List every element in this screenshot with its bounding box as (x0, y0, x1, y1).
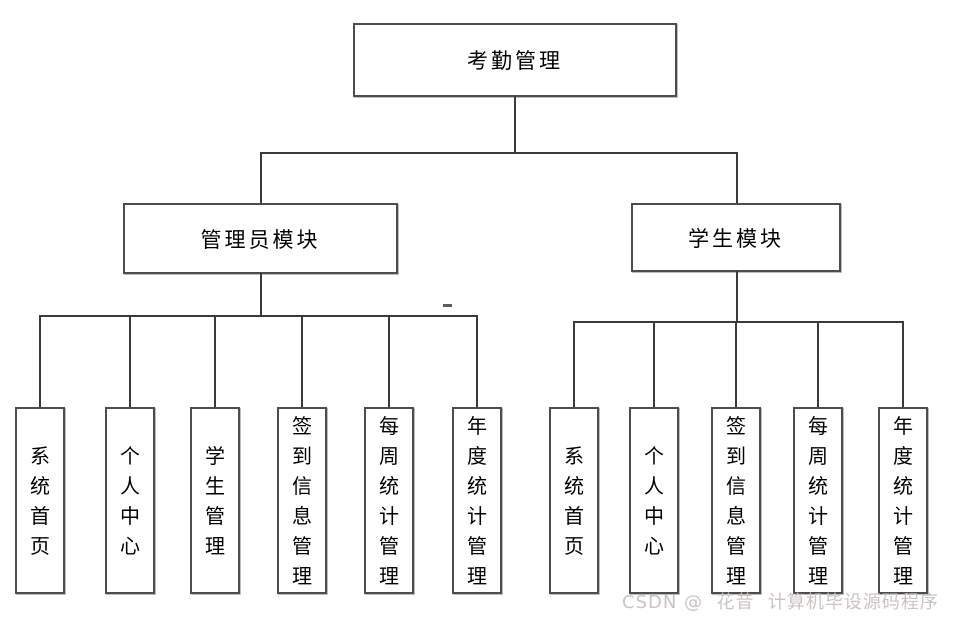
node-label: 考勤管理 (467, 49, 563, 73)
connector-admin-leaf-drop (388, 315, 390, 407)
leaf-admin-annual-stats-management: 年度统计管理 (452, 407, 502, 594)
connector-admin-leaf-drop (39, 315, 41, 407)
connector-student-bus (573, 321, 904, 323)
leaf-label: 签到信息管理 (726, 413, 746, 588)
leaf-label: 学生管理 (205, 443, 225, 558)
connector-root-stem (514, 96, 516, 153)
leaf-student-weekly-stats-management: 每周统计管理 (793, 407, 843, 594)
node-attendance-management: 考勤管理 (353, 23, 677, 97)
connector-admin-leaf-drop (476, 315, 478, 407)
connector-student-leaf-drop (653, 321, 655, 407)
leaf-label: 年度统计管理 (893, 413, 913, 588)
connector-student-drop (736, 152, 738, 204)
connector-student-leaf-drop (735, 321, 737, 407)
node-label: 学生模块 (688, 226, 784, 251)
leaf-label: 系统首页 (564, 443, 584, 558)
leaf-admin-system-home: 系统首页 (15, 407, 65, 594)
connector-level2-bus (260, 152, 738, 154)
connector-admin-leaf-drop (301, 315, 303, 407)
leaf-student-annual-stats-management: 年度统计管理 (878, 407, 928, 594)
connector-admin-bus (39, 315, 478, 317)
node-label: 管理员模块 (200, 227, 321, 252)
leaf-label: 签到信息管理 (292, 413, 312, 588)
leaf-student-system-home: 系统首页 (549, 407, 599, 594)
connector-student-leaf-drop (817, 321, 819, 407)
leaf-admin-student-management: 学生管理 (190, 407, 240, 594)
leaf-label: 个人中心 (120, 443, 140, 558)
connector-student-stem (736, 271, 738, 322)
connector-admin-stem (260, 273, 262, 316)
leaf-admin-weekly-stats-management: 每周统计管理 (364, 407, 414, 594)
leaf-admin-personal-center: 个人中心 (105, 407, 155, 594)
connector-student-leaf-drop (902, 321, 904, 407)
leaf-student-checkin-info-management: 签到信息管理 (711, 407, 761, 594)
leaf-label: 每周统计管理 (808, 413, 828, 588)
stray-dash-mark (443, 304, 452, 307)
leaf-label: 每周统计管理 (379, 413, 399, 588)
connector-admin-leaf-drop (214, 315, 216, 407)
connector-admin-leaf-drop (129, 315, 131, 407)
leaf-label: 年度统计管理 (467, 413, 487, 588)
connector-student-leaf-drop (573, 321, 575, 407)
node-student-module: 学生模块 (631, 203, 841, 272)
leaf-student-personal-center: 个人中心 (629, 407, 679, 594)
leaf-label: 个人中心 (644, 443, 664, 558)
watermark-text: CSDN @ 花昔 计算机毕设源码程序 (622, 592, 939, 613)
leaf-admin-checkin-info-management: 签到信息管理 (277, 407, 327, 594)
connector-admin-drop (260, 152, 262, 204)
node-admin-module: 管理员模块 (123, 203, 398, 274)
leaf-label: 系统首页 (30, 443, 50, 558)
